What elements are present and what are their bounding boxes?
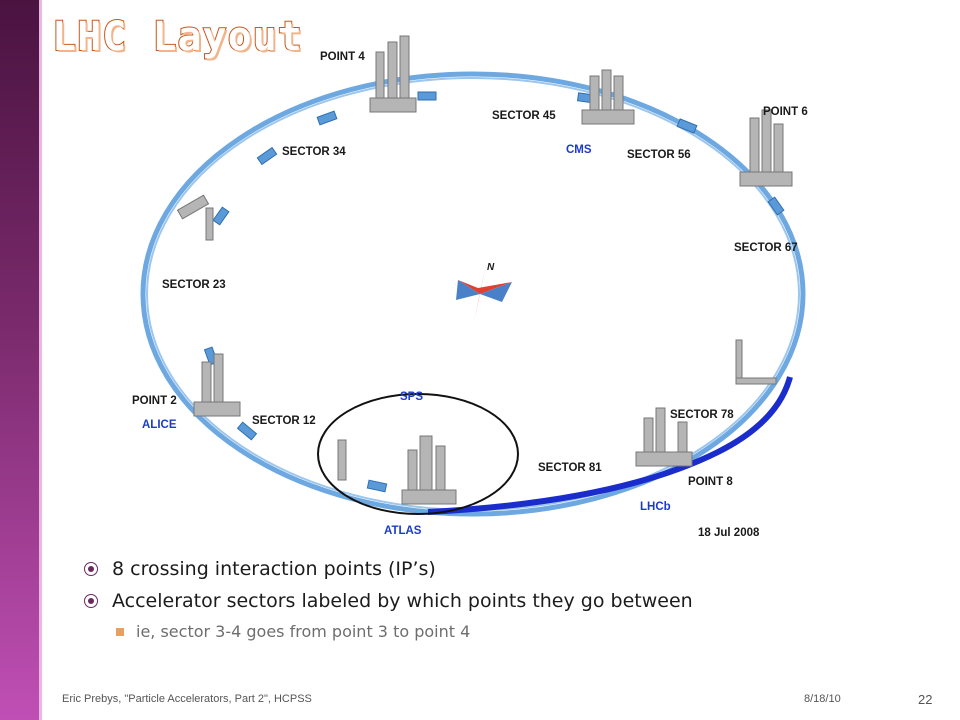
point4-structure [369, 35, 417, 113]
lhc-ring [140, 71, 806, 517]
compass-icon [456, 264, 512, 322]
point6-structure [739, 109, 793, 187]
footer-date: 8/18/10 [804, 693, 841, 705]
sub-bullet-item: ie, sector 3-4 goes from point 3 to poin… [116, 622, 904, 641]
label-cms: CMS [566, 144, 592, 156]
label-atlas: ATLAS [384, 525, 422, 537]
sps-ring [317, 393, 519, 515]
bullet-text: Accelerator sectors labeled by which poi… [112, 590, 693, 612]
footer-page-number: 22 [918, 692, 933, 707]
bullet-item: Accelerator sectors labeled by which poi… [84, 590, 904, 612]
sub-bullet-text: ie, sector 3-4 goes from point 3 to poin… [136, 622, 471, 641]
bullet-item: 8 crossing interaction points (IP’s) [84, 558, 904, 580]
label-sector56: SECTOR 56 [627, 149, 691, 161]
sub-bullet-marker-icon [116, 627, 124, 636]
slide-title: LHC Layout [51, 13, 303, 61]
label-alice: ALICE [142, 419, 177, 431]
label-lhcb: LHCb [640, 501, 671, 513]
lhc-layout-diagram: POINT 4 SECTOR 45 POINT 6 CMS SECTOR 56 … [132, 35, 808, 539]
label-date: 18 Jul 2008 [698, 527, 760, 539]
label-point4: POINT 4 [320, 51, 365, 63]
point2-structure [193, 353, 241, 417]
atlas-structure [337, 435, 457, 505]
label-sector23: SECTOR 23 [162, 279, 226, 291]
sector23-structure [176, 194, 214, 241]
footer-author: Eric Prebys, "Particle Accelerators, Par… [62, 693, 312, 705]
bullet-marker-icon [84, 562, 98, 576]
label-point8: POINT 8 [688, 476, 733, 488]
bullet-list: 8 crossing interaction points (IP’s) Acc… [84, 558, 904, 641]
slide-side-bar [0, 0, 42, 720]
label-sector45: SECTOR 45 [492, 110, 556, 122]
bullet-text: 8 crossing interaction points (IP’s) [112, 558, 436, 580]
bullet-marker-icon [84, 594, 98, 608]
label-sps: SPS [400, 391, 423, 403]
label-point6: POINT 6 [763, 106, 808, 118]
cms-structure [581, 69, 635, 125]
lhc-ring-dark-section [427, 376, 793, 515]
sector78-structure [735, 339, 777, 385]
label-sector81: SECTOR 81 [538, 462, 602, 474]
label-sector34: SECTOR 34 [282, 146, 346, 158]
label-sector78: SECTOR 78 [670, 409, 734, 421]
point8-structure [635, 407, 693, 467]
label-sector67: SECTOR 67 [734, 242, 798, 254]
label-north: N [487, 262, 495, 273]
label-sector12: SECTOR 12 [252, 415, 316, 427]
label-point2: POINT 2 [132, 395, 177, 407]
